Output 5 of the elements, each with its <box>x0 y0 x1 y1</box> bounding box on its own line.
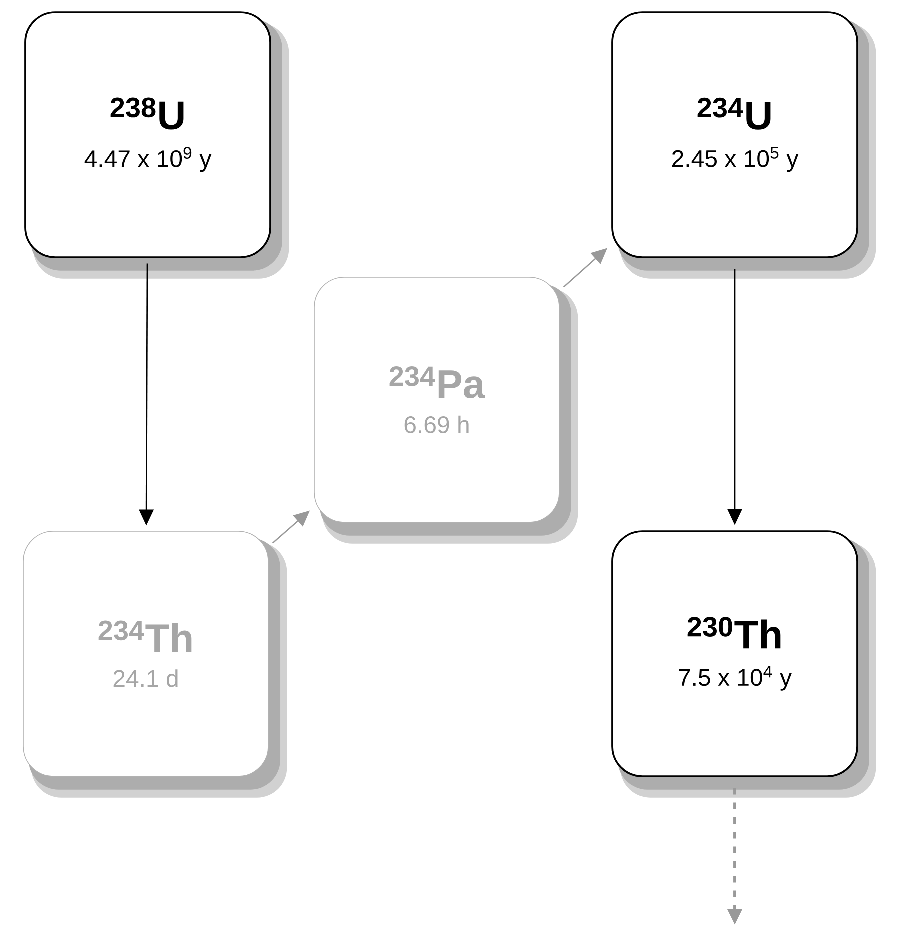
nuclide-box: $^{234}$Pa 6.69 h <box>314 277 578 544</box>
nuclide-box: $^{234}$Th 24.1 d <box>23 531 288 798</box>
nuclide-box: $^{234}$U 2.45 x 10$^{5}$ y <box>612 12 876 279</box>
nuclide-box: $^{238}$U 4.47 x 10$^{9}$ y <box>24 12 290 279</box>
nuclide-box: $^{230}$Th 7.5 x 10$^{4}$ y <box>612 530 876 798</box>
